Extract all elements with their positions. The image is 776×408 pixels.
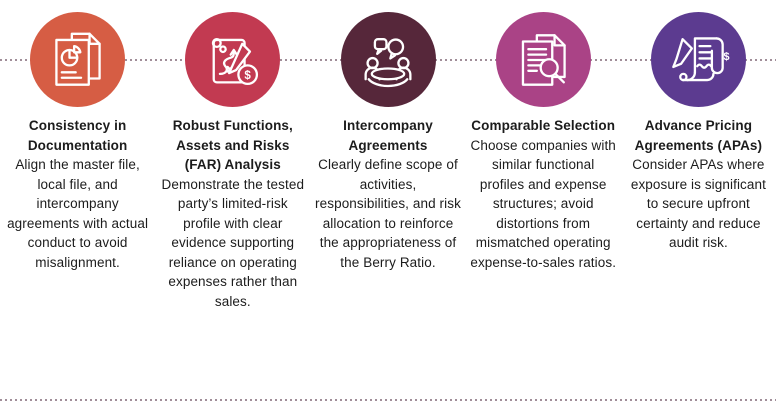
step-title: Comparable Selection (471, 118, 616, 133)
step-description: Demonstrate the tested party’s limited-r… (161, 176, 305, 309)
step-icon-circle (340, 12, 436, 107)
step-text: Advance Pricing Agreements (APAs) Consid… (625, 116, 771, 253)
step-text: Consistency in Documentation Align the m… (5, 116, 151, 272)
step-description: Consider APAs where exposure is signific… (630, 157, 766, 250)
step-icon-circle: $ (185, 12, 281, 107)
report-documents-pie-chart-icon (54, 32, 101, 86)
step-title: Intercompany Agreements (343, 118, 433, 153)
step-column-comparable-selection: Comparable Selection Choose companies wi… (466, 0, 621, 311)
step-column-intercompany-agreements: Intercompany Agreements Clearly define s… (310, 0, 465, 311)
step-icon-circle (30, 12, 126, 107)
step-icon-circle: $ (650, 12, 746, 107)
step-text: Intercompany Agreements Clearly define s… (315, 116, 461, 272)
step-description: Clearly define scope of activities, resp… (315, 157, 461, 270)
bottom-dotted-divider (0, 399, 776, 401)
svg-text:$: $ (724, 51, 730, 63)
step-text: Comparable Selection Choose companies wi… (470, 116, 616, 272)
step-column-advance-pricing-agreements: $ Advance Pricing Agreements (APAs) Cons… (621, 0, 776, 311)
step-title: Robust Functions, Assets and Risks (FAR)… (172, 118, 293, 172)
contract-pen-dollar-icon: $ (672, 36, 730, 81)
svg-text:$: $ (244, 69, 251, 81)
document-magnifier-icon (522, 33, 566, 86)
step-title: Advance Pricing Agreements (APAs) (634, 118, 763, 153)
step-column-robust-far-analysis: $ Robust Functions, Assets and Risks (FA… (155, 0, 310, 311)
step-description: Align the master file, local file, and i… (7, 157, 149, 270)
step-description: Choose companies with similar functional… (470, 137, 617, 270)
steps-row: Consistency in Documentation Align the m… (0, 0, 776, 311)
step-icon-circle (495, 12, 591, 107)
step-title: Consistency in Documentation (27, 118, 128, 153)
strategy-plan-pencil-coin-icon: $ (211, 37, 258, 85)
step-column-consistency-in-documentation: Consistency in Documentation Align the m… (0, 0, 155, 311)
meeting-discussion-table-icon (364, 37, 412, 87)
step-text: Robust Functions, Assets and Risks (FAR)… (160, 116, 306, 311)
